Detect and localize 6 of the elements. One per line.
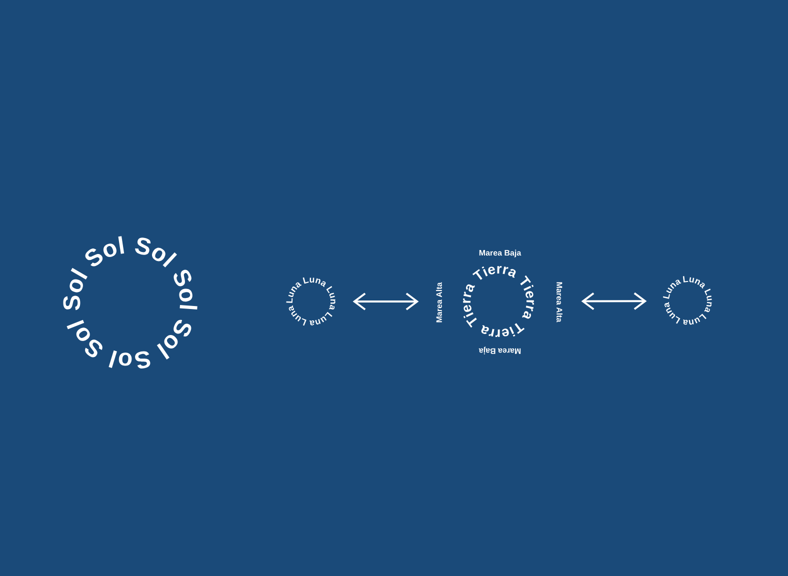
double-arrow bbox=[352, 292, 419, 310]
double-arrow bbox=[581, 292, 647, 310]
tide-label: Marea Baja bbox=[479, 250, 522, 258]
tide-label: Marea Alta bbox=[436, 282, 442, 322]
tide-label: Marea Baja bbox=[478, 346, 521, 354]
tide-label: Marea Alta bbox=[556, 282, 562, 322]
